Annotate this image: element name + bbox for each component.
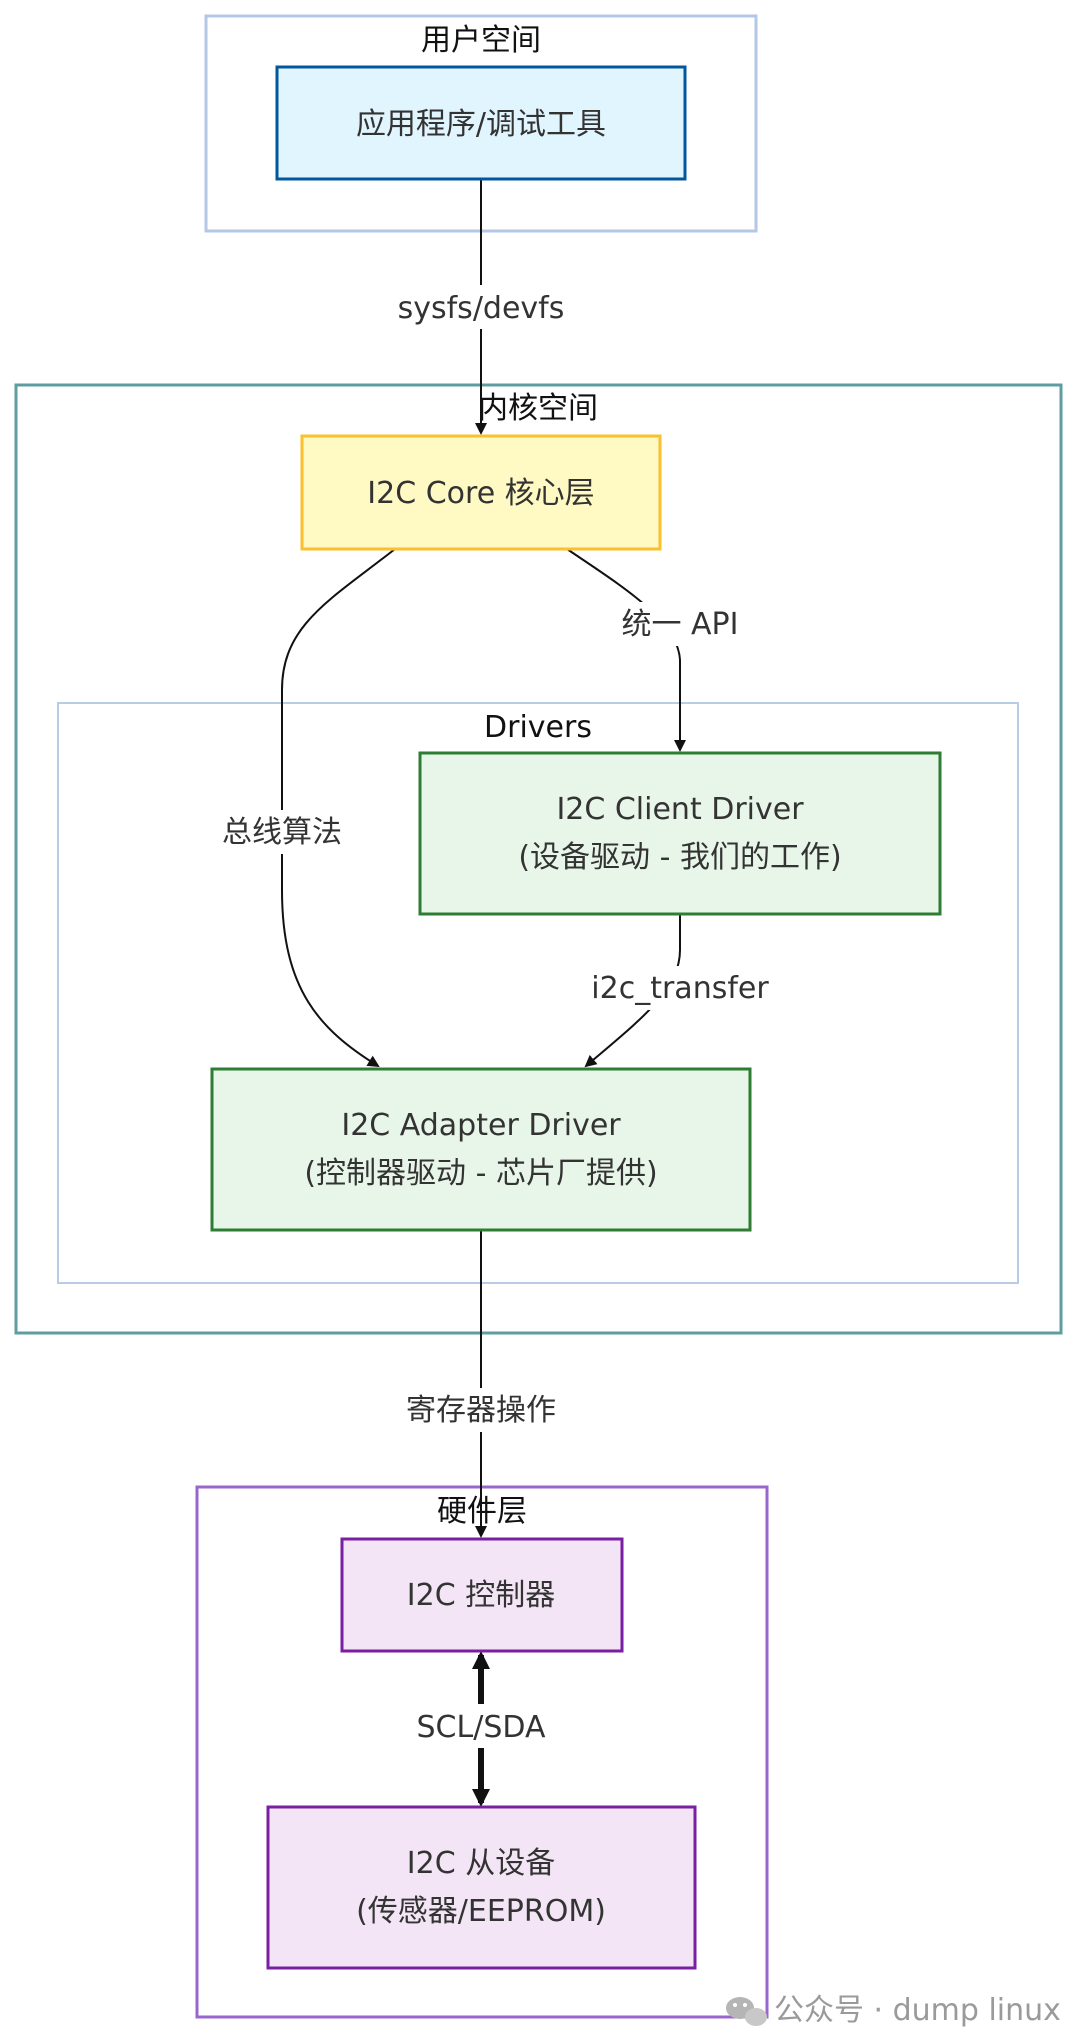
watermark-text: 公众号 · dump linux xyxy=(774,1993,1061,2028)
client-driver-node xyxy=(418,751,942,916)
drivers-title: Drivers xyxy=(484,710,592,745)
adapter-driver-node xyxy=(210,1067,752,1232)
app-node xyxy=(275,65,687,181)
adapter-driver-label-2: (控制器驱动 - 芯片厂提供) xyxy=(304,1156,657,1191)
edge-label-unified-api: 统一 API xyxy=(622,607,739,642)
edge-label-bg-bus xyxy=(212,810,352,854)
i2c-slave-label-2: (传感器/EEPROM) xyxy=(356,1894,606,1929)
kernel-space-title: 内核空间 xyxy=(478,391,598,426)
edge-label-register-ops: 寄存器操作 xyxy=(406,1393,556,1428)
i2c-controller-node xyxy=(340,1537,624,1653)
client-driver-label-2: (设备驱动 - 我们的工作) xyxy=(518,840,841,875)
i2c-slave-node xyxy=(266,1805,697,1970)
client-driver-label-1: I2C Client Driver xyxy=(556,792,804,827)
edge-label-bg-transfer xyxy=(585,966,775,1010)
edge-label-scl-sda: SCL/SDA xyxy=(417,1710,546,1745)
edge-label-sysfs: sysfs/devfs xyxy=(398,291,565,326)
user-space-title: 用户空间 xyxy=(421,23,541,58)
app-node-label: 应用程序/调试工具 xyxy=(356,107,606,142)
adapter-driver-label-1: I2C Adapter Driver xyxy=(341,1108,621,1143)
edge-label-i2c-transfer: i2c_transfer xyxy=(591,971,769,1006)
edge-label-bg-scl xyxy=(411,1704,551,1748)
edge-label-bus-algorithm: 总线算法 xyxy=(222,815,342,850)
edge-bus-algorithm xyxy=(281,548,396,1068)
edge-label-bg-sysfs xyxy=(396,285,566,329)
core-node xyxy=(300,434,662,551)
wechat-icon xyxy=(726,1997,767,2026)
edge-label-bg-api xyxy=(615,602,745,646)
edge-label-bg-register xyxy=(396,1388,566,1432)
i2c-controller-label: I2C 控制器 xyxy=(407,1578,555,1613)
core-node-label: I2C Core 核心层 xyxy=(367,476,594,511)
i2c-slave-label-1: I2C 从设备 xyxy=(407,1846,555,1881)
